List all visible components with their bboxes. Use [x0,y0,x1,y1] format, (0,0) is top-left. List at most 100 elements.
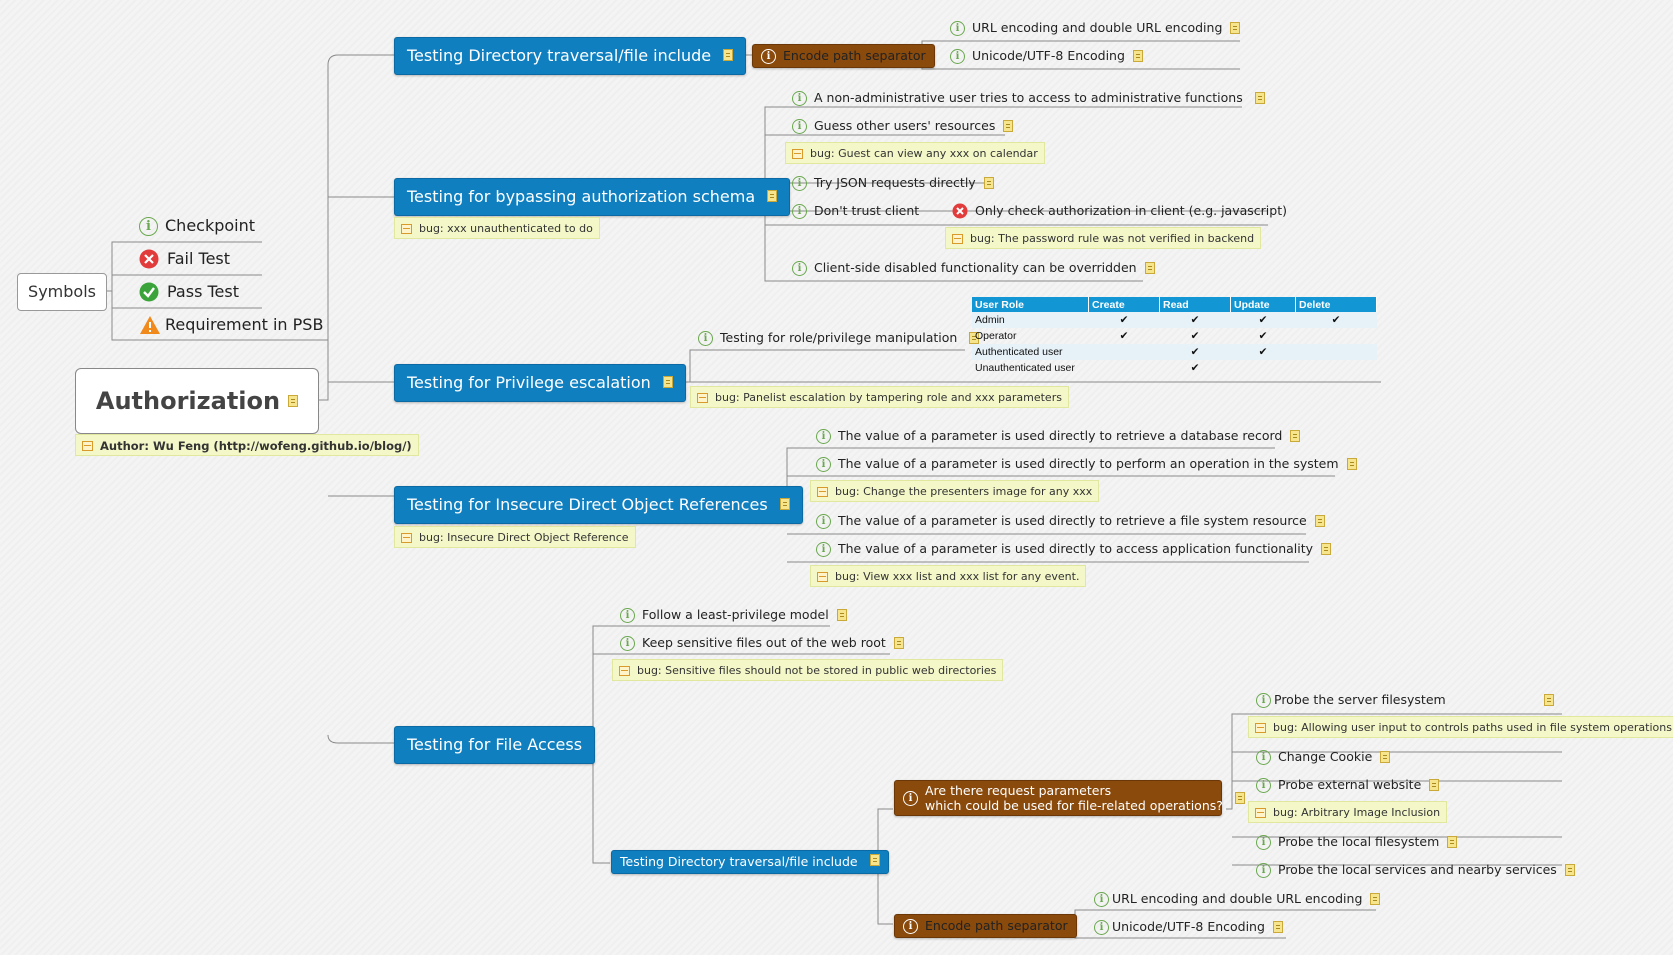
root-topic[interactable]: Authorization [75,368,319,434]
header-update: Update [1230,297,1296,312]
topic-idor[interactable]: Testing for Insecure Direct Object Refer… [394,486,803,524]
idor-item-3[interactable]: i The value of a parameter is used direct… [816,511,1325,531]
topic-privilege-escalation[interactable]: Testing for Privilege escalation [394,364,686,402]
note-icon [1370,893,1381,905]
fail-legend: Fail Test [139,245,230,273]
info-icon: i [903,918,918,934]
checkpoint-legend: i Checkpoint [139,212,255,240]
bug-label: bug: The password rule was not verified … [970,232,1255,245]
item-label: Unicode/UTF-8 Encoding [972,48,1125,63]
checkpoint-label: Checkpoint [165,216,256,235]
item-label: Testing for role/privilege manipulation [720,330,958,345]
info-icon: i [792,90,807,106]
info-icon: i [620,635,635,651]
note-icon [1234,792,1245,804]
bypass-item-1[interactable]: i A non-administrative user tries to acce… [792,88,1265,108]
bug-label: bug: Guest can view any xxx on calendar [810,147,1038,160]
author-label: Author: Wu Feng (http://wofeng.github.io… [100,439,412,453]
info-icon: i [792,203,807,219]
client-only-check[interactable]: Only check authorization in client (e.g.… [952,201,1287,221]
note-icon [1380,751,1391,763]
item-label: The value of a parameter is used directl… [838,456,1339,471]
requirement-label: Requirement in PSB [165,315,324,334]
warning-icon [140,316,160,334]
idor-item-2-bug: bug: Change the presenters image for any… [810,480,1100,502]
info-icon: i [139,216,158,236]
role-cell: Operator [975,330,1017,342]
item-label: The value of a parameter is used directl… [838,541,1314,556]
note-icon [1254,92,1265,104]
info-icon: i [761,48,776,64]
item-label: A non-administrative user tries to acces… [814,90,1243,105]
perm-cell: ✔ [1190,362,1200,374]
item-label: Probe the local services and nearby serv… [1278,862,1557,877]
item-label: Probe external website [1278,777,1422,792]
idor-item-4-bug: bug: View xxx list and xxx list for any … [810,565,1087,587]
info-icon: i [816,513,831,529]
topic-dir-traversal[interactable]: Testing Directory traversal/file include [394,37,747,75]
note-icon [1543,694,1554,706]
topic-bypass-authorization[interactable]: Testing for bypassing authorization sche… [394,178,791,216]
header-user-role: User Role [972,297,1089,312]
item-label: The value of a parameter is used directl… [838,513,1307,528]
note-icon [792,149,803,159]
item-label: Change Cookie [1278,749,1373,764]
idor-bug-note: bug: Insecure Direct Object Reference [394,526,636,548]
file-dir-traversal-topic[interactable]: Testing Directory traversal/file include [611,850,889,874]
info-icon: i [792,175,807,191]
pass-icon [139,282,159,302]
header-delete: Delete [1295,297,1377,312]
perm-cell [1089,360,1160,376]
topic-label: Testing for bypassing authorization sche… [407,187,756,206]
note-icon [619,666,630,676]
info-icon: i [903,790,918,806]
bug-label: bug: Sensitive files should not be store… [637,664,997,677]
question-line-1: Are there request parameters [925,783,1112,798]
note-icon [401,224,412,234]
note-icon [969,332,980,344]
bypass-bug-note: bug: xxx unauthenticated to do [394,217,600,239]
item-label: Guess other users' resources [814,118,996,133]
symbols-node[interactable]: Symbols [17,273,107,311]
role-cell: Unauthenticated user [975,362,1075,374]
note-icon [817,572,828,582]
pass-legend: Pass Test [139,278,239,306]
role-cell: Authenticated user [972,344,1089,360]
note-icon [401,533,412,543]
topic-file-access[interactable]: Testing for File Access [394,726,596,764]
note-icon [952,234,963,244]
probe-external-bug: bug: Arbitrary Image Inclusion [1248,801,1448,823]
author-note: Author: Wu Feng (http://wofeng.github.io… [75,434,419,456]
note-icon [779,498,790,510]
perm-cell: ✔ [1119,330,1129,342]
perm-cell: ✔ [1295,312,1377,328]
item-label: Follow a least-privilege model [642,607,829,622]
info-icon: i [1094,891,1109,907]
bypass-item-4-bug: bug: The password rule was not verified … [945,227,1262,249]
perm-cell [1296,328,1377,344]
role-cell: Admin [972,312,1089,328]
item-label: URL encoding and double URL encoding [1112,891,1363,906]
